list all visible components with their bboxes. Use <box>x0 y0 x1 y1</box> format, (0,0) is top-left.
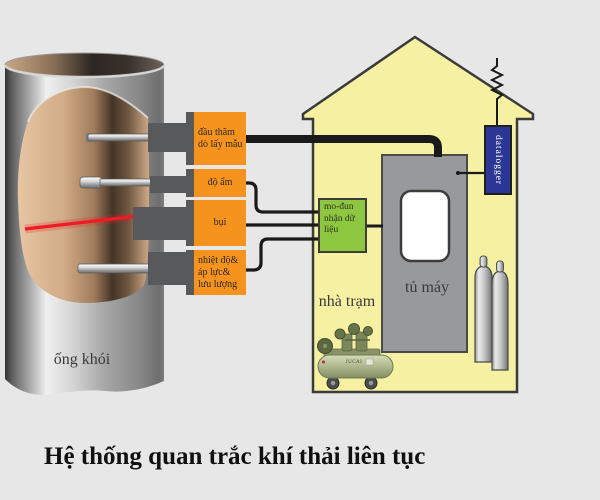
sensor-label-dust: bụi <box>186 200 246 246</box>
cylinder-valve <box>496 260 504 273</box>
probe-rod-sampling <box>87 133 153 142</box>
compressor-filter-cap <box>334 328 346 340</box>
cable-junction-dot <box>456 171 460 175</box>
data-module-label: mo-đun nhận dữ liệu <box>324 202 355 235</box>
tank-indicator <box>321 360 326 364</box>
sampling-cable <box>246 135 442 157</box>
station-house-label: nhà trạm <box>318 293 376 310</box>
wheel-hub <box>330 380 336 386</box>
belt-hub <box>323 344 327 348</box>
compressor-pump <box>341 333 353 352</box>
tank-label-plate <box>365 358 374 366</box>
mount-block-sampling <box>148 123 190 152</box>
cabinet-window <box>399 189 451 263</box>
antenna-icon <box>489 58 505 125</box>
cutaway-highlight <box>27 85 149 123</box>
gas-cylinder <box>491 270 509 371</box>
sensor-label-text: đầu thăm dò lấy mẫu <box>198 126 243 150</box>
laser-beam <box>24 213 149 231</box>
mount-block-temp-flow <box>148 252 190 285</box>
chimney <box>3 52 166 395</box>
cabinet-label: tủ máy <box>405 279 449 296</box>
mount-block-humidity <box>150 176 190 193</box>
humidity-cable <box>246 181 320 214</box>
compressor-tank <box>317 354 394 379</box>
data-module-box: mo-đun nhận dữ liệu <box>318 198 367 253</box>
temp-flow-cable <box>246 237 320 272</box>
compressor-pump <box>355 331 368 352</box>
probe-rod-temp-flow <box>77 263 151 274</box>
compressor-filter-cap <box>348 323 360 335</box>
diagram-title: Hệ thống quan trắc khí thải liên tục <box>44 443 426 470</box>
cylinder-valve <box>479 255 488 268</box>
sensor-label-text: bụi <box>213 217 227 228</box>
sensor-label-humidity: độ ẩm <box>186 169 246 197</box>
sensor-label-text: nhiệt độ& áp lực& lưu lượng <box>198 254 239 290</box>
compressor-filter-cap <box>363 326 373 336</box>
probe-rod-humidity <box>79 176 103 189</box>
air-compressor <box>317 323 394 390</box>
datalogger-label: datalogger <box>493 134 503 186</box>
probe-rod-humidity <box>99 178 153 187</box>
chimney-label: ống khói <box>53 351 111 368</box>
signal-cables <box>246 135 486 272</box>
chimney-rim <box>3 64 166 79</box>
mount-block-dust <box>133 207 190 240</box>
gas-cylinder <box>474 265 493 363</box>
compressor-brand-label: JUCAI <box>345 360 363 365</box>
gas-cylinders <box>474 255 509 371</box>
datalogger-box: datalogger <box>484 125 512 195</box>
wheel-hub <box>368 380 374 386</box>
sensor-label-temp-pressure-flow: nhiệt độ& áp lực& lưu lượng <box>186 250 246 295</box>
sensor-label-text: độ ẩm <box>207 177 233 188</box>
sensor-label-sampling-probe: đầu thăm dò lấy mẫu <box>186 112 246 165</box>
sensor-mount-blocks <box>133 123 190 285</box>
